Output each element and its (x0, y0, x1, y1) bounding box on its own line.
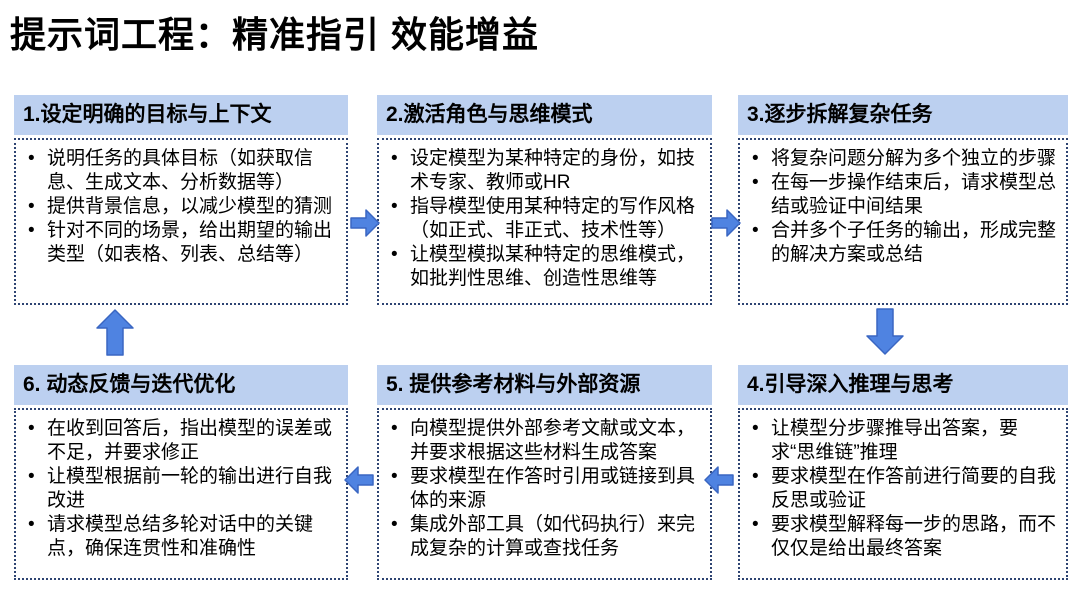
bullet-item: 将复杂问题分解为多个独立的步骤 (744, 147, 1062, 171)
box-reference-resources-body: 向模型提供外部参考文献或文本，并要求根据这些材料生成答案 要求模型在作答时引用或… (377, 408, 712, 580)
box-decompose-tasks-body: 将复杂问题分解为多个独立的步骤 在每一步操作结束后，请求模型总结或验证中间结果 … (738, 138, 1068, 305)
box-feedback-iteration-header: 6. 动态反馈与迭代优化 (14, 365, 348, 405)
bullet-item: 提供背景信息，以减少模型的猜测 (20, 195, 342, 219)
bullet-item: 合并多个子任务的输出，形成完整的解决方案或总结 (744, 219, 1062, 267)
bullet-list: 说明任务的具体目标（如获取信息、生成文本、分析数据等） 提供背景信息，以减少模型… (20, 147, 342, 267)
bullet-item: 指导模型使用某种特定的写作风格（如正式、非正式、技术性等） (383, 195, 706, 243)
box-guide-reasoning-header: 4.引导深入推理与思考 (738, 365, 1068, 405)
bullet-item: 请求模型总结多轮对话中的关键点，确保连贯性和准确性 (20, 513, 342, 561)
bullet-item: 要求模型在作答前进行简要的自我反思或验证 (744, 465, 1062, 513)
page-title: 提示词工程：精准指引 效能增益 (10, 14, 540, 55)
box-goals-context-header: 1.设定明确的目标与上下文 (14, 95, 348, 135)
bullet-item: 让模型模拟某种特定的思维模式，如批判性思维、创造性思维等 (383, 243, 706, 291)
bullet-item: 在收到回答后，指出模型的误差或不足，并要求修正 (20, 417, 342, 465)
box-guide-reasoning-body: 让模型分步骤推导出答案，要求“思维链”推理 要求模型在作答前进行简要的自我反思或… (738, 408, 1068, 580)
box-reference-resources: 5. 提供参考材料与外部资源 向模型提供外部参考文献或文本，并要求根据这些材料生… (377, 365, 712, 580)
bullet-item: 向模型提供外部参考文献或文本，并要求根据这些材料生成答案 (383, 417, 706, 465)
bullet-item: 让模型分步骤推导出答案，要求“思维链”推理 (744, 417, 1062, 465)
arrow-down-icon (866, 308, 904, 355)
box-feedback-iteration: 6. 动态反馈与迭代优化 在收到回答后，指出模型的误差或不足，并要求修正 让模型… (14, 365, 348, 580)
bullet-item: 要求模型在作答时引用或链接到具体的来源 (383, 465, 706, 513)
bullet-item: 说明任务的具体目标（如获取信息、生成文本、分析数据等） (20, 147, 342, 195)
box-goals-context-body: 说明任务的具体目标（如获取信息、生成文本、分析数据等） 提供背景信息，以减少模型… (14, 138, 348, 305)
box-role-mindset-header: 2.激活角色与思维模式 (377, 95, 712, 135)
bullet-list: 将复杂问题分解为多个独立的步骤 在每一步操作结束后，请求模型总结或验证中间结果 … (744, 147, 1062, 267)
bullet-item: 要求模型解释每一步的思路，而不仅仅是给出最终答案 (744, 513, 1062, 561)
arrow-right-icon (711, 209, 741, 237)
box-reference-resources-header: 5. 提供参考材料与外部资源 (377, 365, 712, 405)
bullet-item: 针对不同的场景，给出期望的输出类型（如表格、列表、总结等） (20, 219, 342, 267)
bullet-item: 集成外部工具（如代码执行）来完成复杂的计算或查找任务 (383, 513, 706, 561)
box-goals-context: 1.设定明确的目标与上下文 说明任务的具体目标（如获取信息、生成文本、分析数据等… (14, 95, 348, 305)
box-guide-reasoning: 4.引导深入推理与思考 让模型分步骤推导出答案，要求“思维链”推理 要求模型在作… (738, 365, 1068, 580)
box-feedback-iteration-body: 在收到回答后，指出模型的误差或不足，并要求修正 让模型根据前一轮的输出进行自我改… (14, 408, 348, 580)
bullet-list: 让模型分步骤推导出答案，要求“思维链”推理 要求模型在作答前进行简要的自我反思或… (744, 417, 1062, 561)
arrow-right-icon (350, 209, 380, 237)
bullet-list: 在收到回答后，指出模型的误差或不足，并要求修正 让模型根据前一轮的输出进行自我改… (20, 417, 342, 561)
box-role-mindset: 2.激活角色与思维模式 设定模型为某种特定的身份，如技术专家、教师或HR 指导模… (377, 95, 712, 305)
bullet-item: 设定模型为某种特定的身份，如技术专家、教师或HR (383, 147, 706, 195)
arrow-left-icon (344, 466, 374, 494)
box-decompose-tasks: 3.逐步拆解复杂任务 将复杂问题分解为多个独立的步骤 在每一步操作结束后，请求模… (738, 95, 1068, 305)
bullet-list: 设定模型为某种特定的身份，如技术专家、教师或HR 指导模型使用某种特定的写作风格… (383, 147, 706, 291)
bullet-item: 让模型根据前一轮的输出进行自我改进 (20, 465, 342, 513)
bullet-list: 向模型提供外部参考文献或文本，并要求根据这些材料生成答案 要求模型在作答时引用或… (383, 417, 706, 561)
arrow-left-icon (704, 466, 734, 494)
box-decompose-tasks-header: 3.逐步拆解复杂任务 (738, 95, 1068, 135)
arrow-up-icon (96, 309, 134, 356)
box-role-mindset-body: 设定模型为某种特定的身份，如技术专家、教师或HR 指导模型使用某种特定的写作风格… (377, 138, 712, 305)
bullet-item: 在每一步操作结束后，请求模型总结或验证中间结果 (744, 171, 1062, 219)
